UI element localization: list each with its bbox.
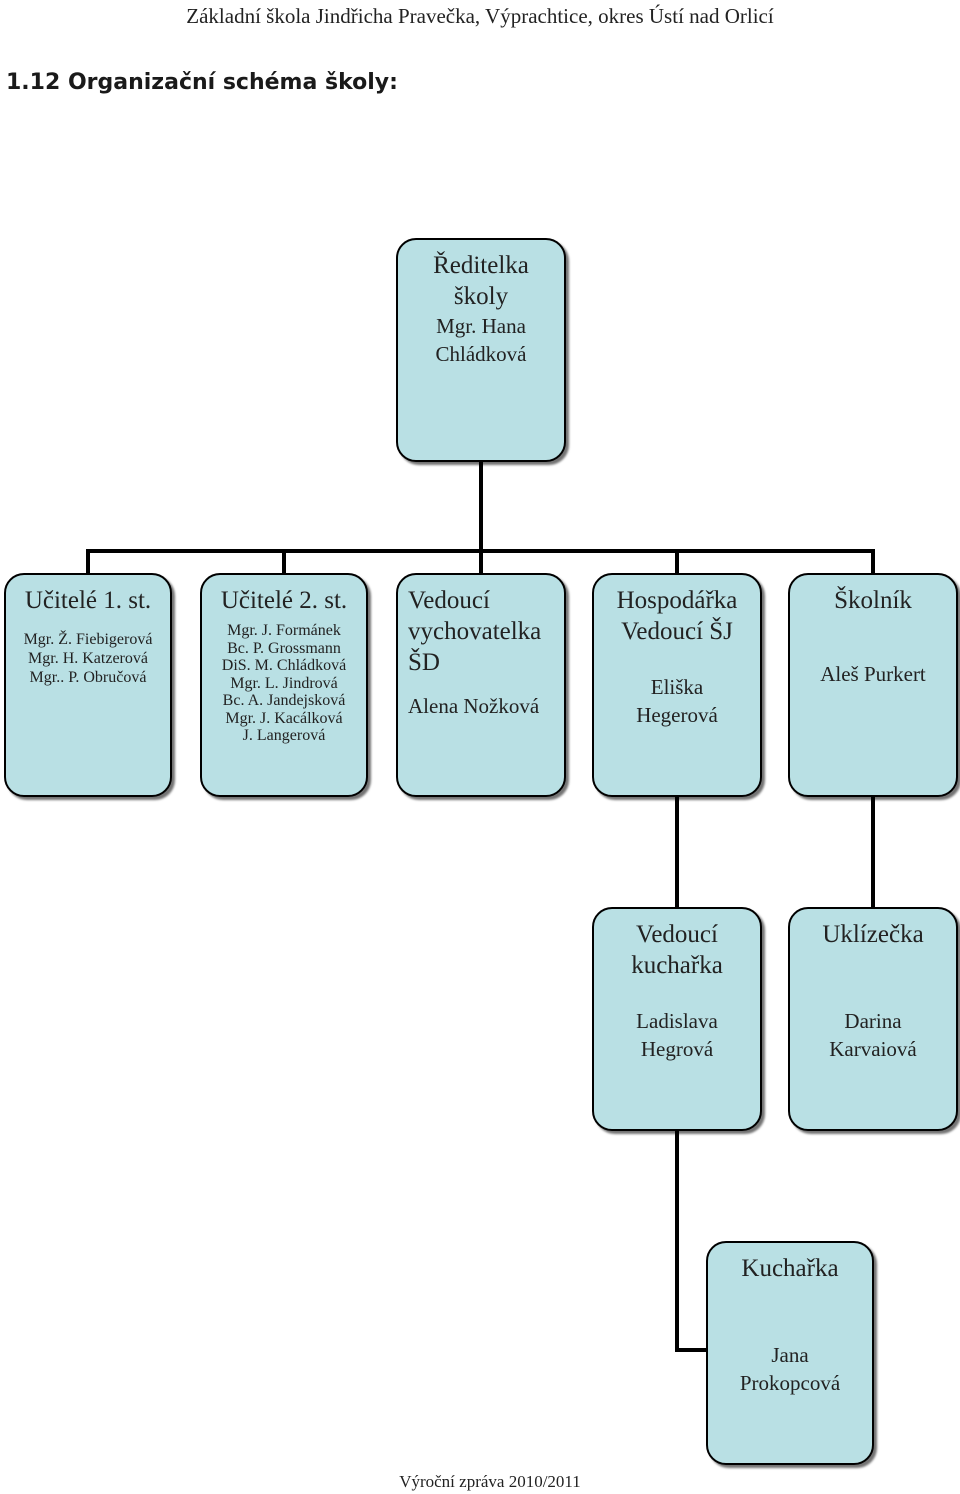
teachers1-name: Mgr.. P. Obručová — [29, 669, 147, 686]
director-box: Ředitelka školy Mgr. Hana Chládková — [396, 238, 566, 462]
cook-name-line: Jana — [771, 1343, 809, 1367]
educator-title-line: vychovatelka — [408, 618, 542, 645]
teachers1-name: Mgr. Ž. Fiebigerová — [23, 631, 153, 648]
cook-box: Kuchařka Jana Prokopcová — [706, 1241, 874, 1465]
head-cook-title-line: kuchařka — [631, 952, 723, 979]
janitor-box: Školník Aleš Purkert — [788, 573, 958, 797]
teachers2-name: Mgr. J. Kacálková — [225, 709, 343, 727]
teachers1-box: Učitelé 1. st. Mgr. Ž. Fiebigerová Mgr. … — [4, 573, 172, 797]
section-title: 1.12 Organizační schéma školy: — [6, 70, 398, 95]
teachers2-name: DiS. M. Chládková — [221, 657, 347, 674]
housekeeper-title-line: Vedoucí ŠJ — [621, 618, 733, 645]
cook-title: Kuchařka — [741, 1255, 839, 1282]
janitor-name: Aleš Purkert — [820, 662, 926, 686]
housekeeper-box: Hospodářka Vedoucí ŠJ Eliška Hegerová — [592, 573, 762, 797]
cleaner-title: Uklízečka — [822, 921, 924, 948]
cleaner-name-line: Darina — [844, 1009, 902, 1033]
educator-title-line: ŠD — [408, 649, 440, 676]
teachers2-name: J. Langerová — [242, 727, 326, 744]
housekeeper-title-line: Hospodářka — [616, 587, 738, 614]
director-title-line-2: školy — [453, 283, 509, 310]
teachers1-title: Učitelé 1. st. — [24, 587, 152, 614]
cook-name-line: Prokopcová — [739, 1371, 841, 1395]
director-name-line-2: Chládková — [435, 342, 527, 366]
page-header: Základní škola Jindřicha Pravečka, Výpra… — [186, 4, 774, 28]
teachers2-name: Bc. P. Grossmann — [227, 639, 341, 657]
director-name-line-1: Mgr. Hana — [436, 314, 526, 338]
director-title-line-1: Ředitelka — [433, 252, 529, 279]
head-cook-box: Vedoucí kuchařka Ladislava Hegrová — [592, 907, 762, 1131]
housekeeper-name-line: Hegerová — [636, 703, 718, 727]
teachers2-name: Mgr. L. Jindrová — [230, 674, 338, 692]
janitor-title: Školník — [834, 587, 912, 614]
educator-box: Vedoucí vychovatelka ŠD Alena Nožková — [396, 573, 566, 797]
teachers2-box: Učitelé 2. st. Mgr. J. Formánek Bc. P. G… — [200, 573, 368, 797]
teachers1-name: Mgr. H. Katzerová — [28, 650, 148, 667]
page-footer: Výroční zpráva 2010/2011 — [399, 1472, 581, 1491]
teachers2-title: Učitelé 2. st. — [220, 587, 348, 614]
housekeeper-name-line: Eliška — [650, 675, 704, 699]
cleaner-box: Uklízečka Darina Karvaiová — [788, 907, 958, 1131]
educator-title-line: Vedoucí — [408, 587, 490, 614]
head-cook-name-line: Hegrová — [640, 1037, 714, 1061]
educator-name: Alena Nožková — [408, 694, 540, 718]
head-cook-title-line: Vedoucí — [636, 921, 718, 948]
head-cook-name-line: Ladislava — [636, 1009, 718, 1033]
teachers2-name: Mgr. J. Formánek — [227, 622, 341, 639]
cleaner-name-line: Karvaiová — [829, 1037, 917, 1061]
teachers2-name: Bc. A. Jandejsková — [222, 692, 346, 709]
